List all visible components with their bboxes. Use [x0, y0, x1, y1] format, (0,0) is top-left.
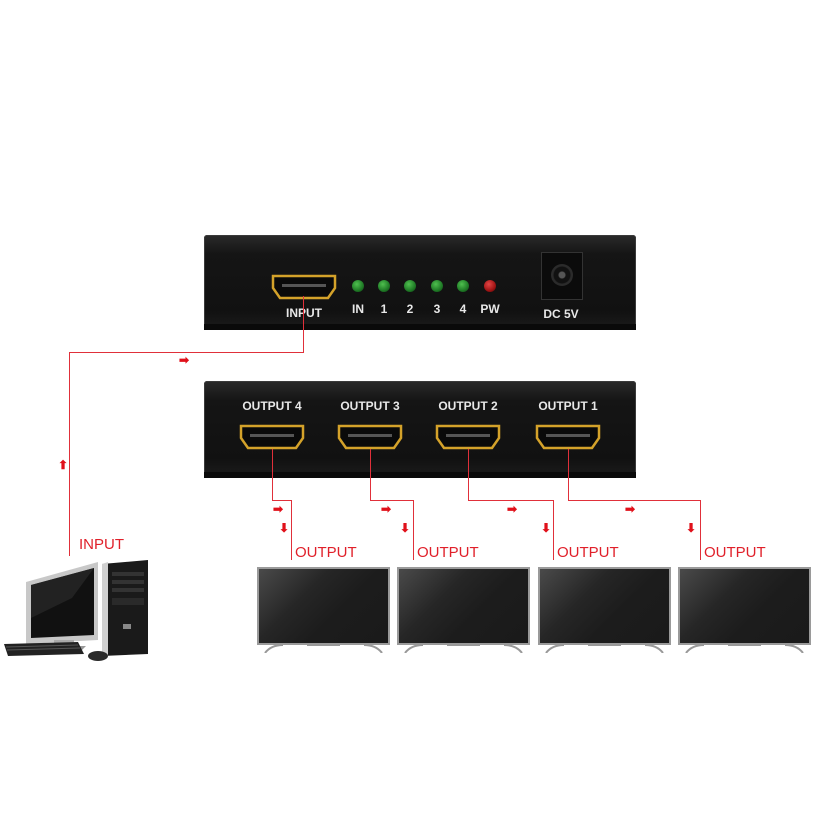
hdmi-output-port-3	[336, 424, 404, 450]
arrow-right-icon: ➡	[179, 353, 190, 367]
tv-display-1	[257, 567, 390, 653]
output-wire-4-across	[272, 500, 291, 501]
output-wire-1-across	[568, 500, 700, 501]
output-port-label-4: OUTPUT 4	[242, 399, 302, 413]
tv-screen	[678, 567, 811, 645]
dc-jack-socket-icon	[551, 264, 573, 286]
tv-stand-icon	[264, 644, 383, 653]
arrow-right-icon: ➡	[625, 502, 636, 516]
led-label-1: 1	[380, 302, 388, 316]
led-4	[457, 280, 469, 292]
output-port-label-1: OUTPUT 1	[538, 399, 598, 413]
output-wire-3-drop	[413, 500, 414, 560]
tv-screen	[397, 567, 530, 645]
arrow-down-icon: ⬇	[279, 521, 290, 535]
input-wire-vertical-left	[69, 352, 70, 556]
led-label-power: PW	[480, 302, 500, 316]
tv-stand-icon	[685, 644, 804, 653]
input-wire-vertical-top	[303, 296, 304, 352]
led-3	[431, 280, 443, 292]
arrow-down-icon: ⬇	[686, 521, 697, 535]
display-output-label-3: OUTPUT	[557, 544, 619, 561]
tv-display-4	[678, 567, 811, 653]
tv-screen	[257, 567, 390, 645]
display-output-label-2: OUTPUT	[417, 544, 479, 561]
hdmi-output-port-4	[238, 424, 306, 450]
output-wire-1-drop	[700, 500, 701, 560]
output-wire-2-across	[468, 500, 553, 501]
power-label: DC 5V	[543, 307, 579, 321]
tv-display-2	[397, 567, 530, 653]
hdmi-input-port	[270, 274, 338, 300]
dc-power-jack	[541, 252, 583, 300]
output-port-label-3: OUTPUT 3	[340, 399, 400, 413]
arrow-down-icon: ⬇	[400, 521, 411, 535]
tv-stand-icon	[404, 644, 523, 653]
arrow-up-icon: ⬆	[58, 458, 69, 472]
led-label-3: 3	[433, 302, 441, 316]
led-label-in: IN	[352, 302, 364, 316]
display-output-label-4: OUTPUT	[704, 544, 766, 561]
output-wire-2-down	[468, 449, 469, 500]
source-input-label: INPUT	[79, 536, 124, 553]
arrow-right-icon: ➡	[273, 502, 284, 516]
panel-bottom-edge	[204, 324, 636, 330]
led-2	[404, 280, 416, 292]
arrow-down-icon: ⬇	[541, 521, 552, 535]
led-label-4: 4	[459, 302, 467, 316]
tv-stand-icon	[545, 644, 664, 653]
output-wire-4-drop	[291, 500, 292, 560]
output-port-label-2: OUTPUT 2	[438, 399, 498, 413]
arrow-right-icon: ➡	[507, 502, 518, 516]
hdmi-output-port-1	[534, 424, 602, 450]
output-wire-3-down	[370, 449, 371, 500]
hdmi-output-port-2	[434, 424, 502, 450]
led-label-2: 2	[406, 302, 414, 316]
arrow-right-icon: ➡	[381, 502, 392, 516]
input-wire-horizontal	[69, 352, 304, 353]
output-wire-4-down	[272, 449, 273, 500]
led-power	[484, 280, 496, 292]
input-port-label: INPUT	[286, 306, 322, 320]
led-1	[378, 280, 390, 292]
tv-display-3	[538, 567, 671, 653]
desktop-computer-icon	[2, 558, 152, 663]
output-wire-1-down	[568, 449, 569, 500]
tv-screen	[538, 567, 671, 645]
display-output-label-1: OUTPUT	[295, 544, 357, 561]
output-wire-2-drop	[553, 500, 554, 560]
output-wire-3-across	[370, 500, 413, 501]
panel-bottom-edge	[204, 472, 636, 478]
led-in	[352, 280, 364, 292]
